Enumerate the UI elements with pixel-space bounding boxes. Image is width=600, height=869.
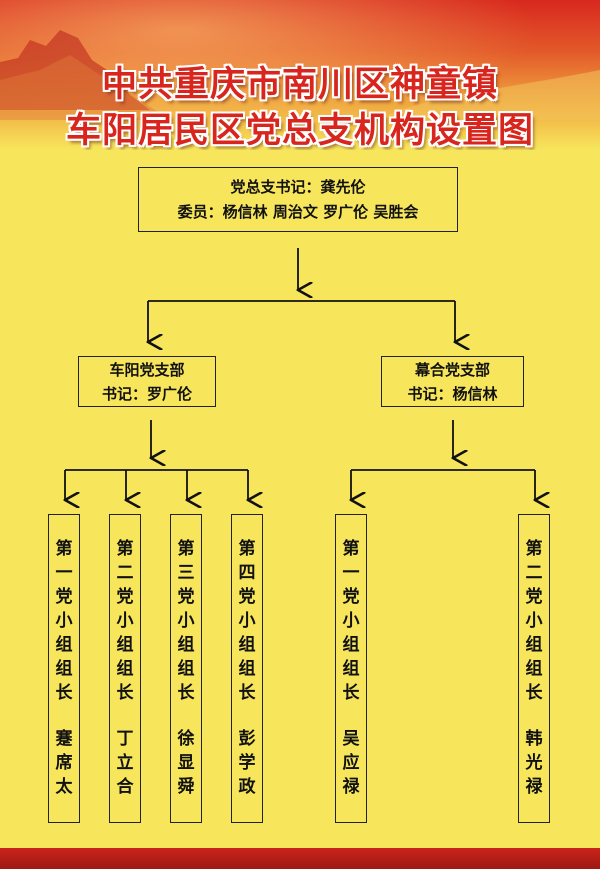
vertical-char: 光 xyxy=(525,753,543,773)
branch-box-muhe: 幕合党支部 书记：杨信林 xyxy=(381,356,524,407)
branch-name: 车阳党支部 xyxy=(109,361,185,379)
group-leader: 吴应禄 xyxy=(336,727,366,799)
vertical-char: 小 xyxy=(342,611,360,631)
group-box: 第四党小组组长 彭学政 xyxy=(231,514,263,823)
great-wall-decoration xyxy=(0,30,600,120)
group-leader: 蹇席太 xyxy=(49,727,79,799)
vertical-char: 组 xyxy=(525,659,543,679)
vertical-char: 党 xyxy=(525,587,543,607)
vertical-char: 组 xyxy=(177,635,195,655)
vertical-char: 组 xyxy=(116,635,134,655)
vertical-char: 长 xyxy=(342,683,360,703)
committee-members: 委员：杨信林 周治文 罗广伦 吴胜会 xyxy=(177,203,419,221)
vertical-char: 禄 xyxy=(525,777,543,797)
group-box: 第三党小组组长 徐显舜 xyxy=(170,514,202,823)
group-title: 第四党小组组长 xyxy=(232,537,262,705)
vertical-char: 组 xyxy=(55,635,73,655)
footer-bar xyxy=(0,848,600,869)
vertical-char: 党 xyxy=(116,587,134,607)
vertical-char: 四 xyxy=(238,563,256,583)
vertical-char: 第 xyxy=(342,539,360,559)
title-line-2: 车阳居民区党总支机构设置图 xyxy=(65,111,534,150)
branch-secretary: 书记：罗广伦 xyxy=(101,385,192,403)
vertical-char: 第 xyxy=(55,539,73,559)
vertical-char: 党 xyxy=(177,587,195,607)
vertical-char: 韩 xyxy=(525,729,543,749)
group-title: 第一党小组组长 xyxy=(336,537,366,705)
vertical-char: 二 xyxy=(525,563,543,583)
vertical-char: 应 xyxy=(342,753,360,773)
vertical-char: 彭 xyxy=(238,729,256,749)
vertical-char: 组 xyxy=(342,635,360,655)
vertical-char: 小 xyxy=(525,611,543,631)
vertical-char: 长 xyxy=(238,683,256,703)
vertical-char: 第 xyxy=(177,539,195,559)
vertical-char: 吴 xyxy=(342,729,360,749)
vertical-char: 党 xyxy=(238,587,256,607)
vertical-char: 一 xyxy=(342,563,360,583)
group-box: 第二党小组组长 丁立合 xyxy=(109,514,141,823)
vertical-char: 党 xyxy=(55,587,73,607)
group-box: 第一党小组组长 吴应禄 xyxy=(335,514,367,823)
vertical-char: 太 xyxy=(55,777,73,797)
vertical-char: 组 xyxy=(342,659,360,679)
group-leader: 彭学政 xyxy=(232,727,262,799)
group-title: 第一党小组组长 xyxy=(49,537,79,705)
vertical-char: 长 xyxy=(525,683,543,703)
vertical-char: 立 xyxy=(116,753,134,773)
vertical-char: 组 xyxy=(525,635,543,655)
vertical-char: 禄 xyxy=(342,777,360,797)
vertical-char: 长 xyxy=(116,683,134,703)
vertical-char: 第 xyxy=(238,539,256,559)
vertical-char: 小 xyxy=(55,611,73,631)
vertical-char: 长 xyxy=(55,683,73,703)
vertical-char: 组 xyxy=(116,659,134,679)
vertical-char: 政 xyxy=(238,777,256,797)
vertical-char: 长 xyxy=(177,683,195,703)
vertical-char: 小 xyxy=(238,611,256,631)
vertical-char: 第 xyxy=(525,539,543,559)
vertical-char: 组 xyxy=(238,635,256,655)
group-title: 第二党小组组长 xyxy=(110,537,140,705)
vertical-char: 徐 xyxy=(177,729,195,749)
party-committee-box: 党总支书记：龚先伦 委员：杨信林 周治文 罗广伦 吴胜会 xyxy=(138,167,458,232)
vertical-char: 席 xyxy=(55,753,73,773)
group-leader: 韩光禄 xyxy=(519,727,549,799)
branch-box-cheyang: 车阳党支部 书记：罗广伦 xyxy=(78,356,216,407)
vertical-char: 组 xyxy=(55,659,73,679)
vertical-char: 二 xyxy=(116,563,134,583)
vertical-char: 舜 xyxy=(177,777,195,797)
vertical-char: 组 xyxy=(238,659,256,679)
title-line-1: 中共重庆市南川区神童镇 xyxy=(101,65,498,105)
group-box: 第一党小组组长 蹇席太 xyxy=(48,514,80,823)
committee-secretary: 党总支书记：龚先伦 xyxy=(230,178,366,196)
branch-secretary: 书记：杨信林 xyxy=(407,385,498,403)
vertical-char: 学 xyxy=(238,753,256,773)
vertical-char: 党 xyxy=(342,587,360,607)
vertical-char: 合 xyxy=(116,777,134,797)
group-box: 第二党小组组长 韩光禄 xyxy=(518,514,550,823)
header-banner: 中共重庆市南川区神童镇 车阳居民区党总支机构设置图 xyxy=(0,0,600,150)
vertical-char: 一 xyxy=(55,563,73,583)
group-title: 第三党小组组长 xyxy=(171,537,201,705)
branch-name: 幕合党支部 xyxy=(414,361,490,379)
group-title: 第二党小组组长 xyxy=(519,537,549,705)
vertical-char: 显 xyxy=(177,753,195,773)
vertical-char: 第 xyxy=(116,539,134,559)
vertical-char: 组 xyxy=(177,659,195,679)
group-leader: 丁立合 xyxy=(110,727,140,799)
vertical-char: 蹇 xyxy=(55,729,73,749)
vertical-char: 小 xyxy=(116,611,134,631)
vertical-char: 三 xyxy=(177,563,195,583)
vertical-char: 小 xyxy=(177,611,195,631)
vertical-char: 丁 xyxy=(116,729,134,749)
group-leader: 徐显舜 xyxy=(171,727,201,799)
